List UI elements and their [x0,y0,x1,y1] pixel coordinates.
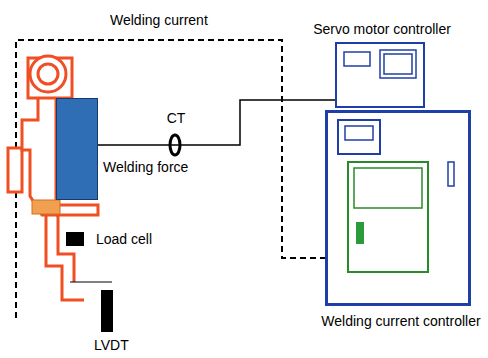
sensor-label: LVDT [94,337,129,354]
load-cell [66,232,84,246]
welding-gun [8,56,98,300]
sensor-label: Load cell [96,231,152,248]
servo-panel [344,50,416,78]
lvdt-sensor [101,290,113,332]
controller-panel [338,120,454,272]
edge-label: CT [163,110,189,127]
node-label: Servo motor controller [307,21,457,38]
servo-controller: Servo motor controller [335,42,425,108]
node-label: Welding current controller [308,313,488,330]
signal-wire [98,100,335,145]
welding-force-cylinder: Welding force [56,98,98,200]
node-label: Welding force [103,159,188,176]
current-wire [16,40,325,318]
current-label: Welding current [110,12,208,29]
current-controller: Welding current controller [325,110,471,306]
lvdt-arm [70,282,112,283]
